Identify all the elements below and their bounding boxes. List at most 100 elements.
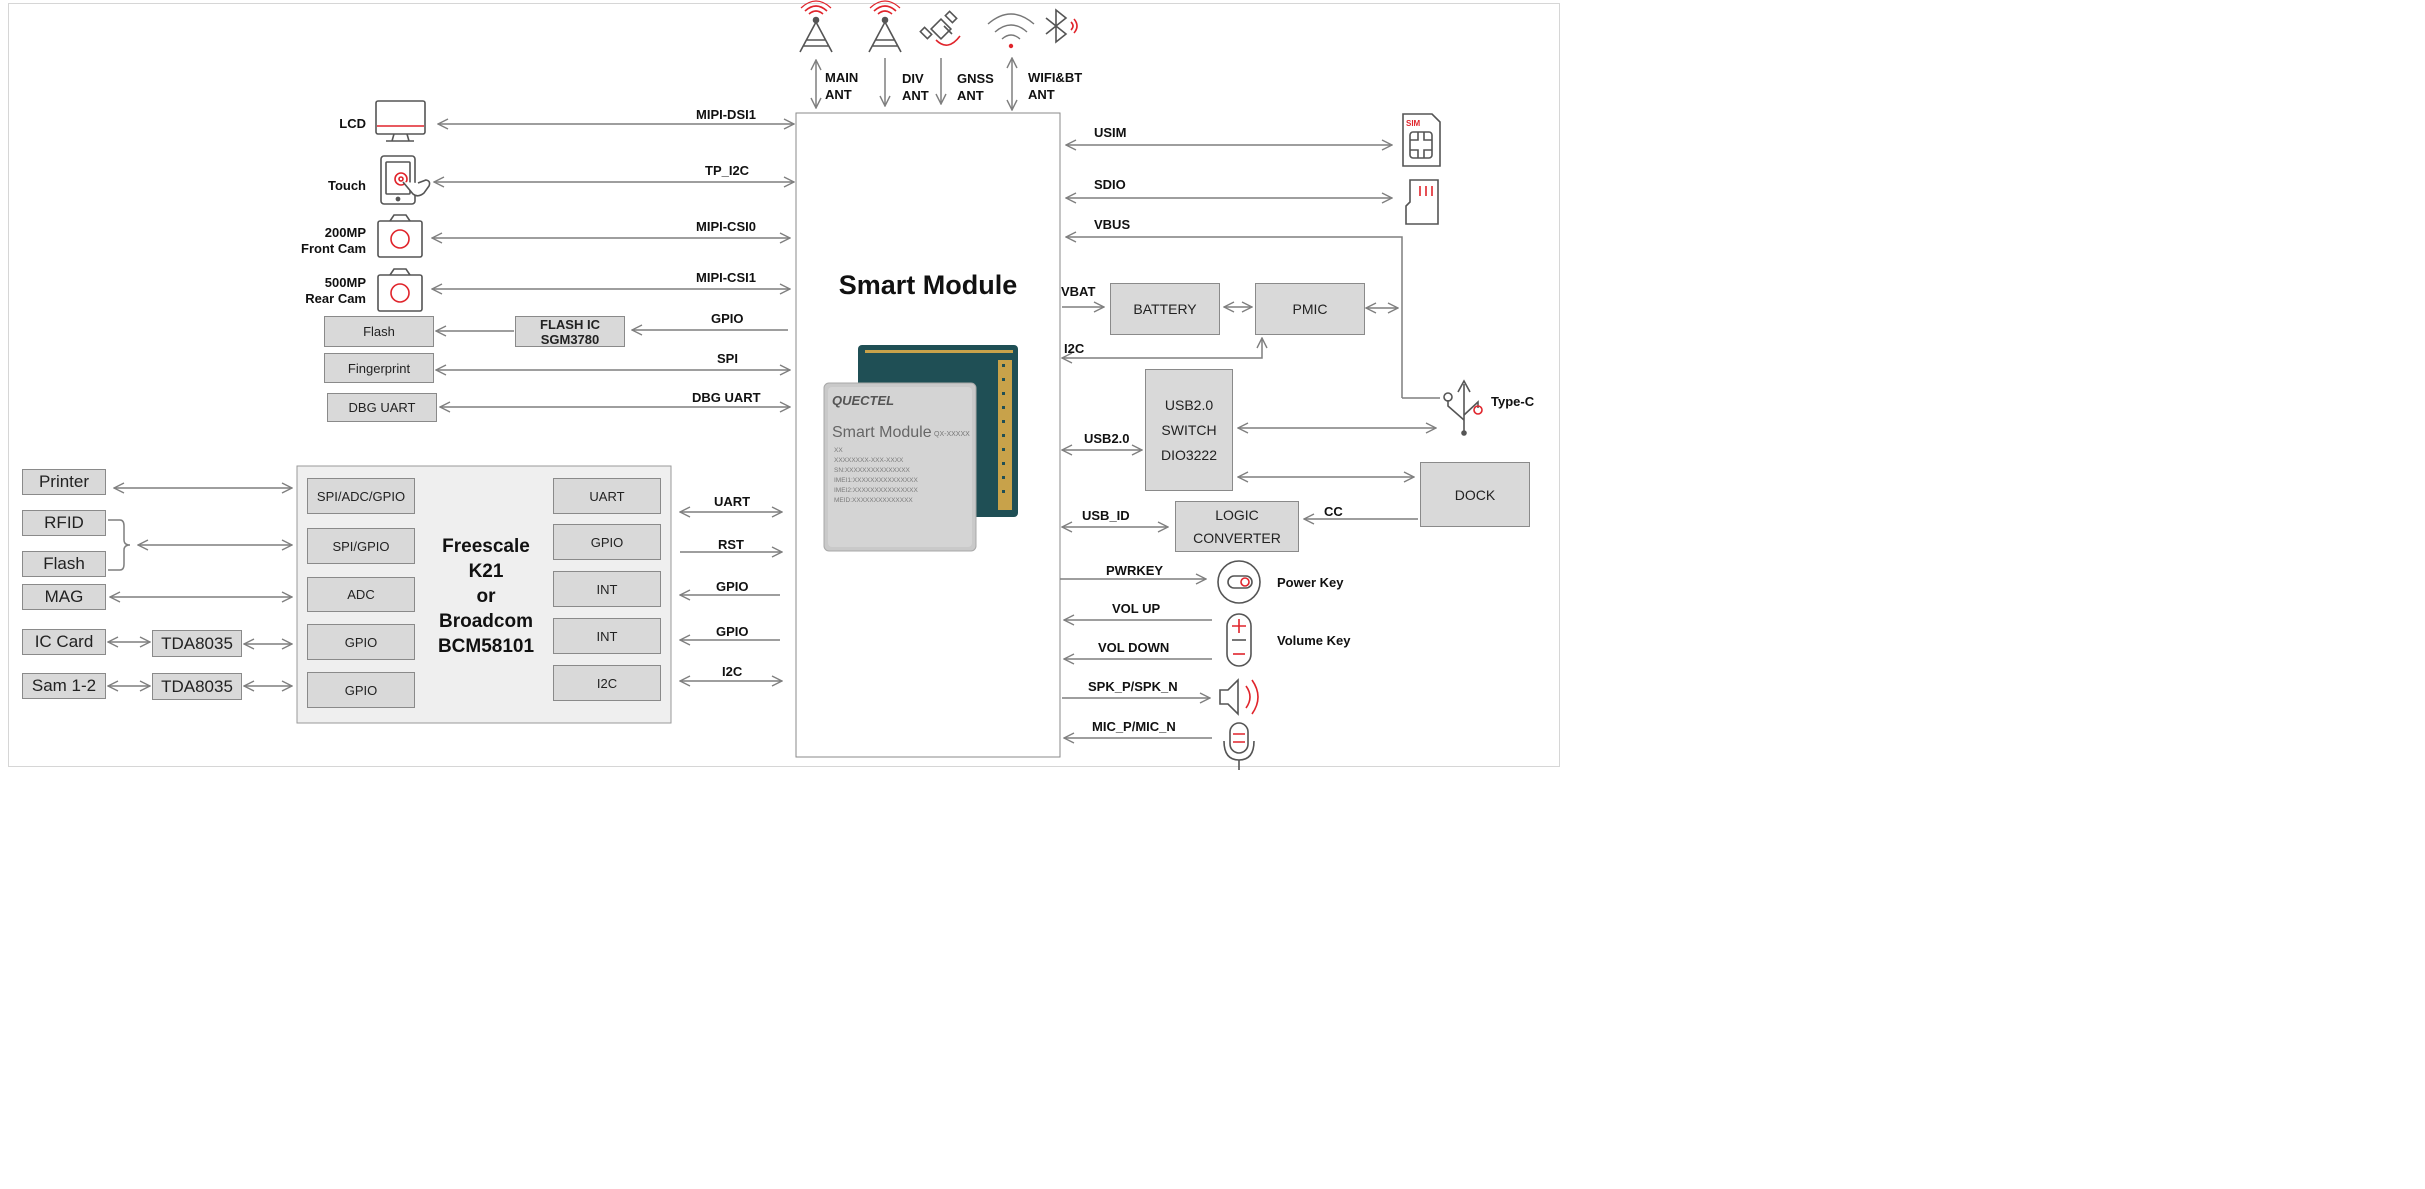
flash-device-box: Flash [22,551,106,577]
bluetooth-icon [1045,8,1078,44]
gnss-ant-line2: ANT [957,88,984,103]
spk-label: SPK_P/SPK_N [1088,679,1178,694]
chip-line: SN:XXXXXXXXXXXXXXX [834,467,911,474]
lcd-label: LCD [339,116,366,131]
div-ant-line2: ANT [902,88,929,103]
mcu-name-line5: BCM58101 [437,636,535,657]
sdio-label: SDIO [1094,177,1126,192]
gpio-flash-label: GPIO [711,311,744,326]
speaker-icon [1219,678,1259,716]
diagram-frame [8,3,1560,767]
chip-line: IMEI2:XXXXXXXXXXXXXXX [834,487,918,494]
ic-card-box: IC Card [22,629,106,655]
tp-i2c-label: TP_I2C [705,163,750,178]
mcu-port-int: INT [553,618,661,654]
microphone-icon [1223,722,1255,770]
fingerprint-box: Fingerprint [324,353,434,383]
tda8035-box: TDA8035 [152,673,242,700]
typec-label: Type-C [1491,394,1535,409]
sam-box: Sam 1-2 [22,673,106,699]
pwrkey-label: PWRKEY [1106,563,1164,578]
i2c-pmic-line [1062,338,1262,358]
rfid-flash-brace [108,519,131,571]
dock-box: DOCK [1420,462,1530,527]
usb-switch-line1: USB2.0 [1164,396,1214,413]
mcu-port-spi-gpio: SPI/GPIO [307,528,415,564]
vbat-label: VBAT [1061,284,1096,299]
satellite-icon [919,10,961,46]
volume-key-icon [1226,613,1252,667]
touch-tablet-icon [380,155,431,205]
gpio-signal-label: GPIO [716,579,749,594]
rear-cam-line2: Rear Cam [305,291,366,306]
mcu-port-adc: ADC [307,577,415,612]
gnss-ant-line1: GNSS [957,71,994,86]
mipi-csi0-label: MIPI-CSI0 [696,219,756,234]
module-chip-illustration: QUECTEL Smart Module QX-XXXXX XX XXXXXXX… [823,345,1018,552]
power-key-icon [1217,560,1261,604]
flash-box: Flash [324,316,434,347]
wifi-ant-line1: WIFI&BT [1028,70,1083,85]
rfid-box: RFID [22,510,106,536]
div-ant-line1: DIV [902,71,924,86]
power-key-label: Power Key [1277,575,1344,590]
rst-signal-label: RST [718,537,744,552]
gnss-ant-label: GNSS ANT [957,70,994,104]
mcu-port-gpio: GPIO [307,672,415,708]
mcu-name-line1: Freescale [442,536,530,557]
battery-box: BATTERY [1110,283,1220,335]
flash-ic-line2: SGM3780 [540,331,600,347]
div-ant-label: DIV ANT [902,70,929,104]
logic-line1: LOGIC [1215,506,1259,523]
i2c-signal-label: I2C [722,664,743,679]
logic-converter-box: LOGIC CONVERTER [1175,501,1299,552]
i2c-pmic-label: I2C [1064,341,1085,356]
main-ant-label: MAIN ANT [825,69,858,103]
wifi-ant-line2: ANT [1028,87,1055,102]
mcu-port-i2c: I2C [553,665,661,701]
chip-brand: QUECTEL [832,393,894,408]
usim-label: USIM [1094,125,1127,140]
main-ant-line1: MAIN [825,70,859,85]
vol-up-label: VOL UP [1112,601,1161,616]
touch-label: Touch [327,178,366,193]
wifi-icon [987,13,1035,49]
vol-down-label: VOL DOWN [1098,640,1170,655]
cell-tower-icon [799,0,833,53]
sd-card-icon [1405,179,1439,225]
main-ant-line2: ANT [825,87,852,102]
front-cam-line2: Front Cam [301,241,366,256]
usb-icon [1443,379,1483,436]
chip-line: XXXXXXXX-XXX-XXXX [834,457,904,464]
cell-tower-icon [868,0,902,53]
camera-icon [377,268,423,312]
flash-ic-line1: FLASH IC [540,316,600,332]
rear-cam-line1: 500MP [324,275,366,290]
mag-box: MAG [22,584,106,610]
spi-label: SPI [717,351,738,366]
chip-line: MEID:XXXXXXXXXXXXXX [834,497,913,504]
chip-part: QX-XXXXX [934,431,970,438]
vbus-label: VBUS [1094,217,1131,232]
mcu-name-line4: Broadcom [439,611,533,632]
chip-line: IMEI1:XXXXXXXXXXXXXXX [834,477,918,484]
chip-line: XX [834,447,843,454]
uart-signal-label: UART [714,494,751,509]
mcu-port-spi-adc-gpio: SPI/ADC/GPIO [307,478,415,514]
module-title: Smart Module [838,270,1018,300]
usb-switch-line2: SWITCH [1161,421,1217,438]
mcu-port-int: INT [553,571,661,607]
mcu-name-line2: K21 [468,561,504,582]
sim-label: SIM [1406,119,1421,128]
mcu-name-line3: or [476,586,496,607]
mcu-port-uart: UART [553,478,661,514]
mipi-csi1-label: MIPI-CSI1 [696,270,756,285]
usb-switch-line3: DIO3222 [1160,446,1218,463]
monitor-icon [375,100,426,142]
tda8035-box: TDA8035 [152,630,242,657]
mcu-name: Freescale K21 or Broadcom BCM58101 [422,534,550,659]
printer-box: Printer [22,469,106,495]
dbg-uart-signal-label: DBG UART [692,390,761,405]
